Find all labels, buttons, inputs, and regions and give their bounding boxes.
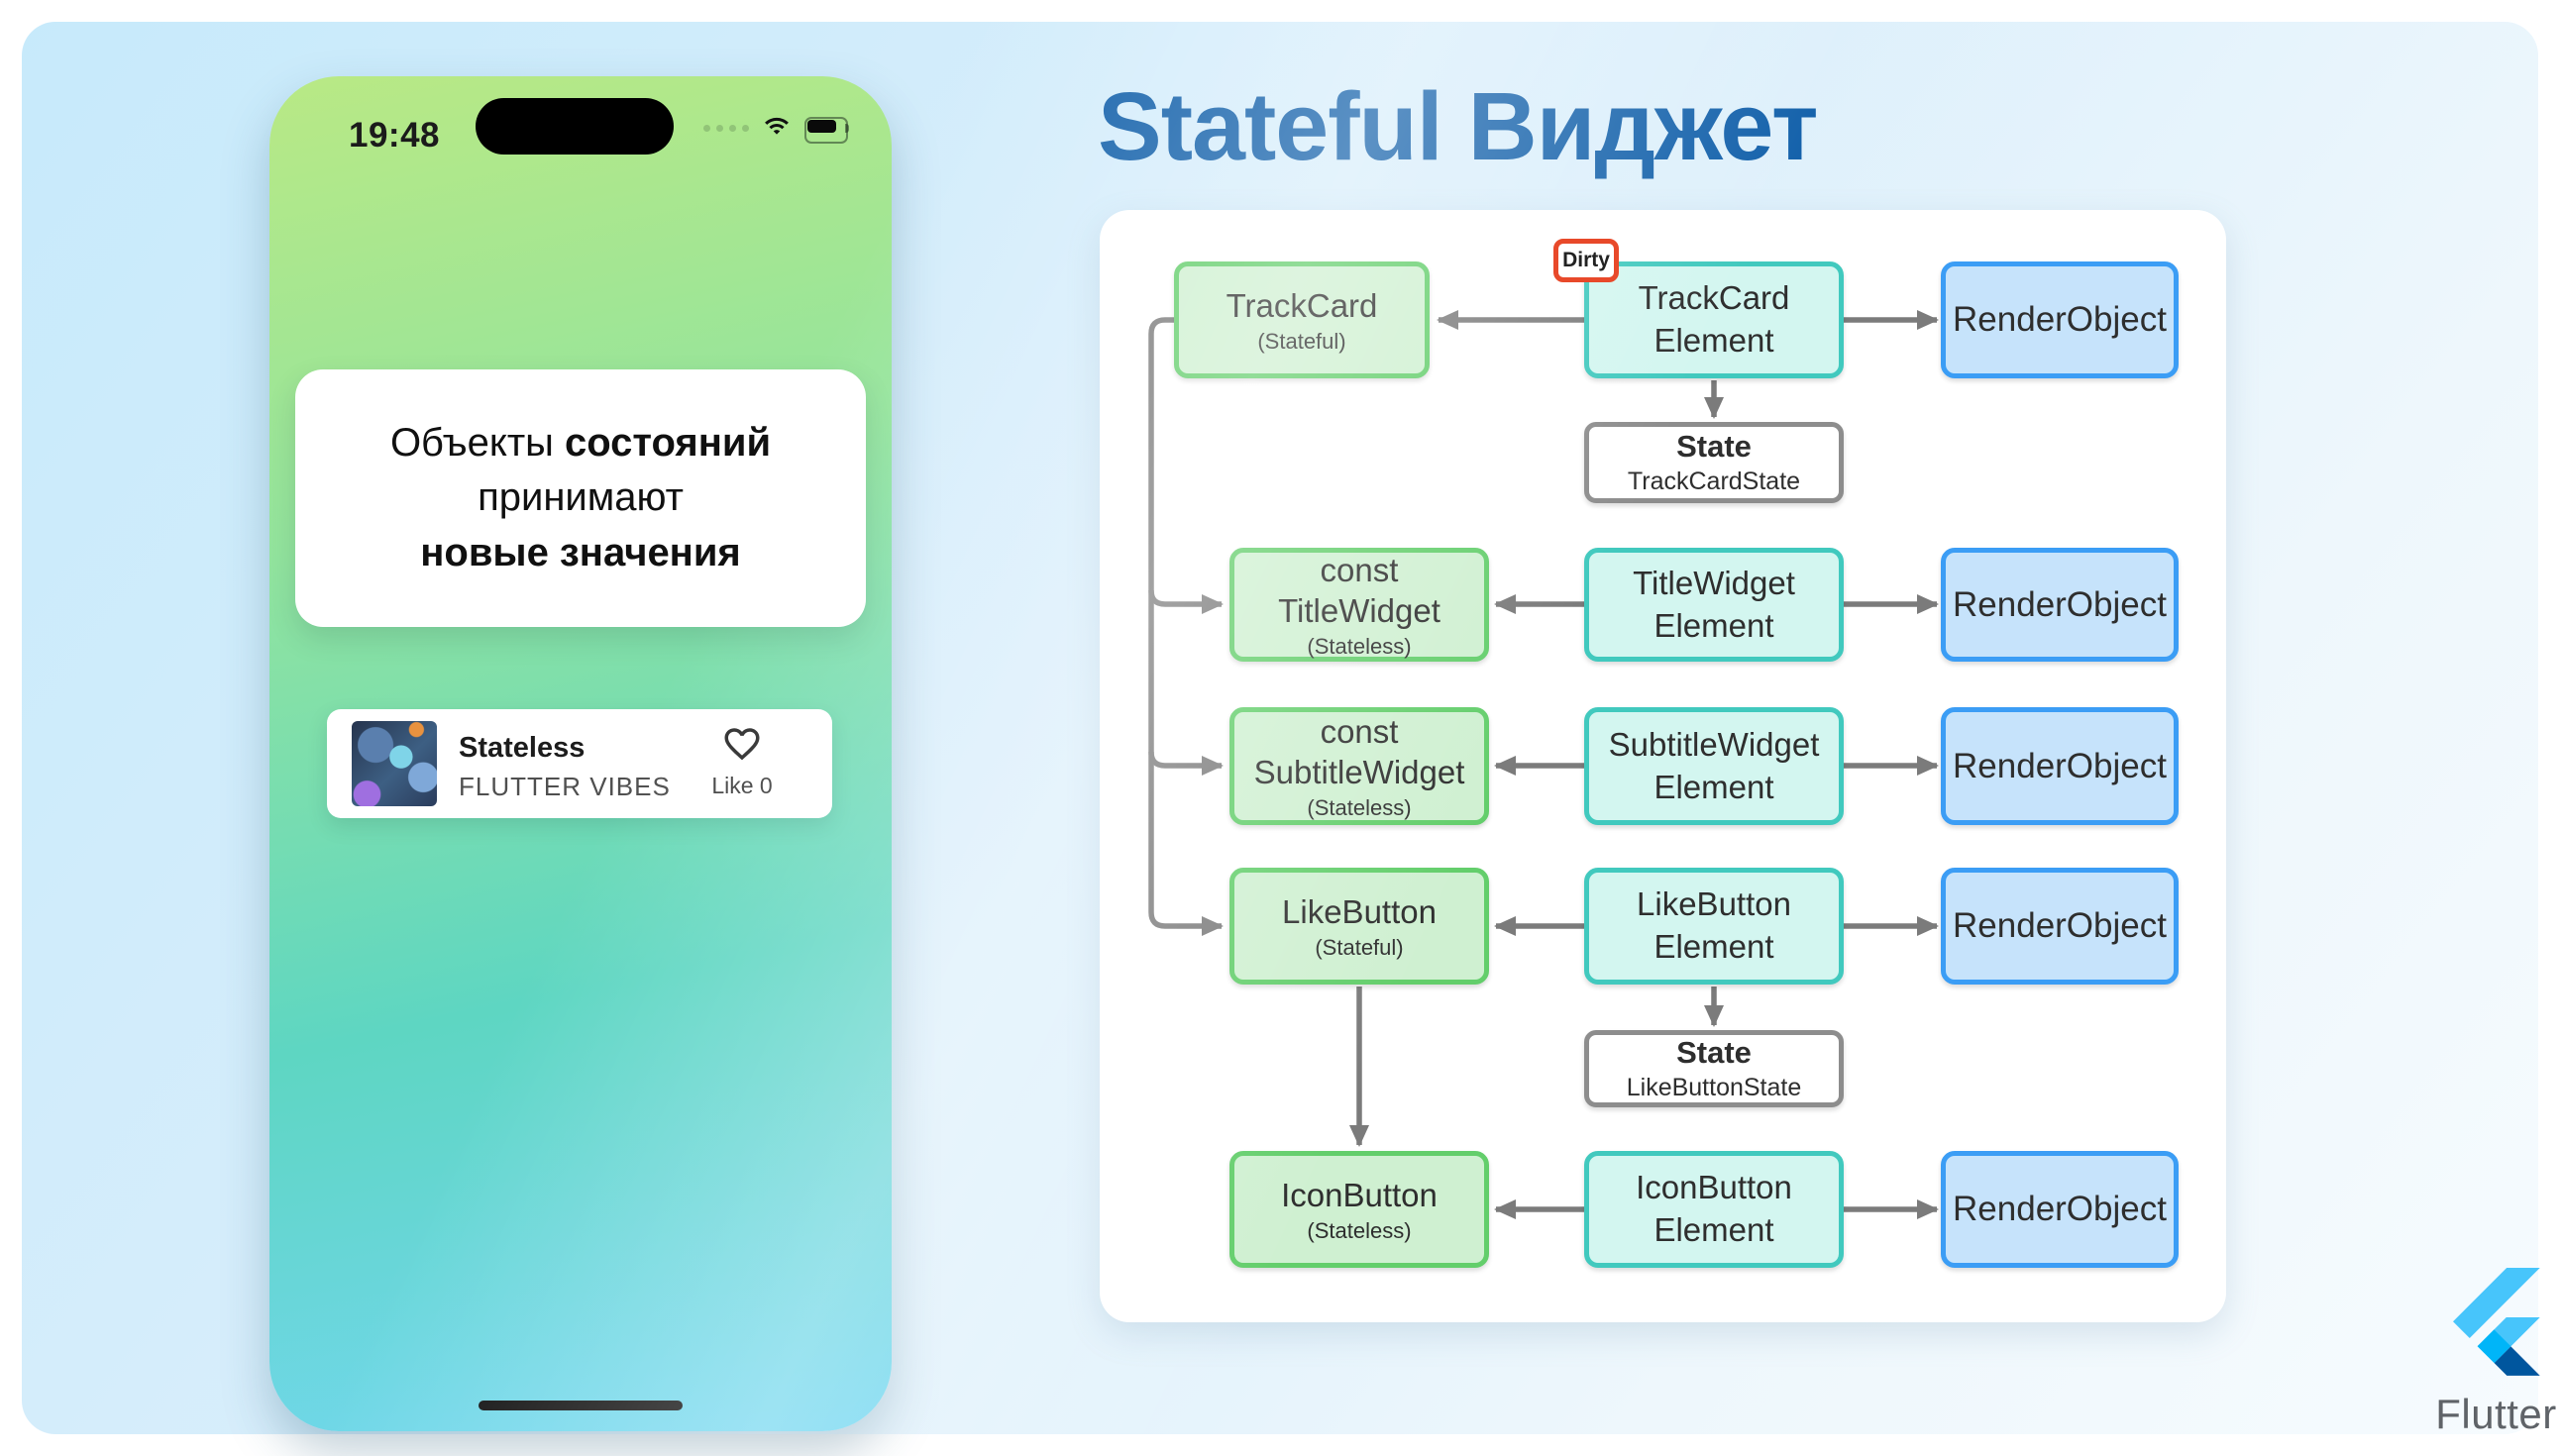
renderobject-box-3: RenderObject xyxy=(1941,707,2179,825)
flutter-logo-text: Flutter xyxy=(2435,1391,2557,1437)
state-box-trackcardstate: State TrackCardState xyxy=(1584,422,1844,503)
status-icons xyxy=(703,112,850,144)
dirty-badge: Dirty xyxy=(1553,239,1619,282)
like-button[interactable]: Like 0 xyxy=(688,723,797,799)
message-card: Объекты состояний принимают новые значен… xyxy=(295,369,866,627)
wifi-icon xyxy=(761,113,793,144)
track-subtitle: FLUTTER VIBES xyxy=(459,772,671,801)
renderobject-box-1: RenderObject xyxy=(1941,261,2179,378)
like-count-label: Like 0 xyxy=(711,773,773,798)
flutter-logo xyxy=(2452,1268,2540,1381)
widget-box-iconbutton: IconButton (Stateless) xyxy=(1229,1151,1489,1268)
phone-mockup: 19:48 Объекты состояний принимают новые … xyxy=(269,76,892,1431)
status-time: 19:48 xyxy=(349,116,441,155)
renderobject-box-2: RenderObject xyxy=(1941,548,2179,662)
signal-dots xyxy=(703,124,749,132)
slide-background: 19:48 Объекты состояний принимают новые … xyxy=(22,22,2556,1437)
page-title: Stateful Виджет xyxy=(1098,72,1819,180)
renderobject-box-4: RenderObject xyxy=(1941,868,2179,985)
widget-box-trackcard: TrackCard (Stateful) xyxy=(1174,261,1430,378)
flutter-branding: Flutter xyxy=(2414,1268,2560,1438)
renderobject-box-5: RenderObject xyxy=(1941,1151,2179,1268)
track-title: Stateless xyxy=(459,732,586,764)
state-box-likebuttonstate: State LikeButtonState xyxy=(1584,1030,1844,1107)
home-indicator[interactable] xyxy=(479,1401,683,1410)
widget-box-likebutton: LikeButton (Stateful) xyxy=(1229,868,1489,985)
album-art xyxy=(352,721,437,806)
widget-kind-label: (Stateful) xyxy=(1257,329,1346,355)
diagram-connectors xyxy=(1148,310,1939,1219)
track-text: Stateless FLUTTER VIBES xyxy=(459,732,671,802)
heart-outline-icon[interactable] xyxy=(720,723,764,770)
battery-icon xyxy=(804,116,850,144)
track-card[interactable]: Stateless FLUTTER VIBES Like 0 xyxy=(327,709,832,818)
message-text: Объекты состояний принимают новые значен… xyxy=(389,421,772,574)
dynamic-island xyxy=(476,98,674,155)
